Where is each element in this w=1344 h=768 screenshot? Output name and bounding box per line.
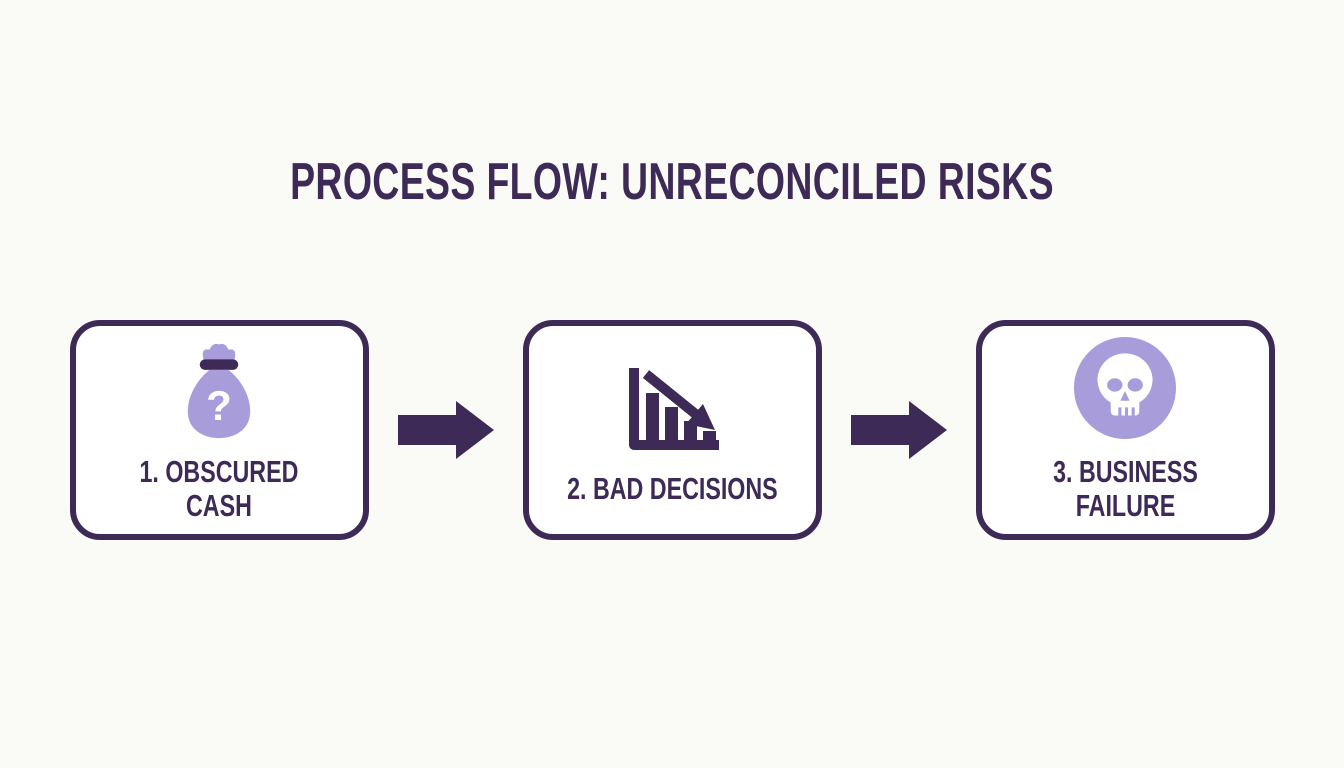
step-box-obscured-cash: ? 1. OBSCURED CASH bbox=[69, 320, 369, 540]
svg-text:?: ? bbox=[206, 382, 232, 429]
step-label: 2. BAD DECISIONS bbox=[566, 470, 778, 506]
step-box-bad-decisions: 2. BAD DECISIONS bbox=[522, 320, 822, 540]
step-label-line: 2. BAD DECISIONS bbox=[566, 470, 778, 506]
step-label-line: CASH bbox=[186, 488, 252, 523]
declining-bar-chart-icon bbox=[622, 354, 722, 456]
skull-icon bbox=[1074, 336, 1176, 439]
step-label-line: 3. BUSINESS bbox=[1052, 453, 1198, 489]
money-bag-question-icon: ? bbox=[175, 337, 263, 439]
step-label-line: FAILURE bbox=[1075, 488, 1175, 523]
process-flow: ? 1. OBSCURED CASH 2. BA bbox=[0, 320, 1344, 540]
right-arrow-icon bbox=[822, 320, 976, 540]
step-box-business-failure: 3. BUSINESS FAILURE bbox=[975, 320, 1275, 540]
step-label-line: 1. OBSCURED bbox=[139, 453, 299, 489]
page-title: PROCESS FLOW: UNRECONCILED RISKS bbox=[290, 153, 1054, 211]
step-label: 3. BUSINESS FAILURE bbox=[1052, 453, 1198, 523]
right-arrow-icon bbox=[369, 320, 523, 540]
step-label: 1. OBSCURED CASH bbox=[139, 453, 299, 523]
